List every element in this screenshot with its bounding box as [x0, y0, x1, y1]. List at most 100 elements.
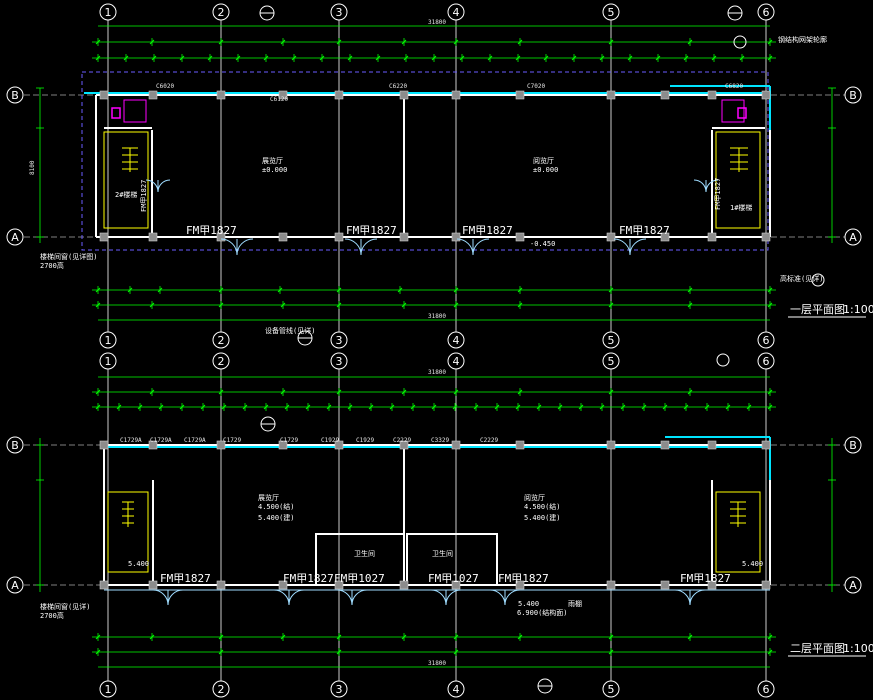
plan2-top-fine-slash-8 [263, 404, 269, 410]
axis-bubble-bottom-1: 1 [99, 680, 117, 698]
axis-bubble-p1bottom-4-label: 4 [453, 334, 460, 347]
plan2-top-fine-slash-27 [662, 404, 668, 410]
plan2-window-tag-4: C1729 [280, 437, 298, 444]
plan1-door-tag-3: FM甲1827 [462, 224, 513, 237]
axis-bubble-bottom-5-circle [602, 680, 620, 698]
axis-bubble-p2top-1-circle [99, 352, 117, 370]
axis-bubble-p2top-5: 5 [602, 352, 620, 370]
plan2-window-tag-2: C1729A [184, 437, 206, 444]
plan2-bot-chain-slash-1 [149, 634, 155, 640]
plan2-col-1-3 [278, 580, 288, 590]
plan2-top-fine-slash-2 [137, 404, 143, 410]
plan1-fm-left: FM甲1827 [140, 180, 148, 212]
axis-bubble-top-3-circle [330, 3, 348, 21]
plan2-bot-axis-slash-2 [336, 649, 342, 655]
plan2-top-fine-slash-31 [746, 404, 752, 410]
plan2-col-0-7 [515, 440, 525, 450]
axis-bubble-p2-left-B-label: B [11, 439, 19, 452]
axis-bubble-p1bottom-6-label: 6 [763, 334, 770, 347]
axis-bubble-p2-left-B-circle [6, 436, 24, 454]
plan1-bot-fine-slash-5 [336, 287, 342, 293]
plan2-col-0-2 [216, 440, 226, 450]
plan2-bot-chain-slash-0 [95, 634, 101, 640]
axis-bubble-top-5-circle [602, 3, 620, 21]
axis-bubble-p2-left-B: B [6, 436, 24, 454]
plan1-room-left-label: 展览厅 [262, 156, 283, 165]
axis-bubble-p1-right-A-label: A [849, 231, 857, 244]
axis-bubble-p2top-1-label: 1 [105, 355, 112, 368]
axis-bubble-p2-right-B-label: B [849, 439, 857, 452]
axis-bubble-p2top-3-label: 3 [336, 355, 343, 368]
axis-bubble-bottom-1-label: 1 [105, 683, 112, 696]
plan2-top-fine-slash-29 [704, 404, 710, 410]
axis-bubble-top-1-circle [99, 3, 117, 21]
axis-bubble-p1bottom-3-label: 3 [336, 334, 343, 347]
plan1-col-0-0 [99, 90, 109, 100]
plan1-roof-outline [81, 71, 769, 251]
plan1-col-1-1 [148, 232, 158, 242]
axis-bubble-p2top-6-label: 6 [763, 355, 770, 368]
plan1-bot-chain-slash-7 [517, 302, 523, 308]
plan2-bot-chain-slash-9 [687, 634, 693, 640]
plan1-top-fine-slash-4 [207, 55, 213, 61]
plan2-top-fine-slash-17 [452, 404, 458, 410]
axis-bubble-p2top-2-label: 2 [218, 355, 225, 368]
plan1-col-0-8 [606, 90, 616, 100]
plan1-wc-right [737, 107, 747, 119]
axis-bubble-bottom-5-label: 5 [608, 683, 615, 696]
axis-bubble-bottom-6-circle [757, 680, 775, 698]
plan1-top-chain-slash-0 [95, 39, 101, 45]
axis-bubble-p1-left-A: A [6, 228, 24, 246]
axis-bubble-p1bottom-6-circle [757, 331, 775, 349]
plan1-bot-chain-slash-1 [149, 302, 155, 308]
plan1-top-fine-slash-22 [711, 55, 717, 61]
plan2-col-0-4 [334, 440, 344, 450]
plan1-col-1-3 [278, 232, 288, 242]
plan2-top-fine-slash-26 [641, 404, 647, 410]
plan2-top-fine-slash-13 [368, 404, 374, 410]
plan2-window-tag-3: C1729 [223, 437, 241, 444]
plan1-bot-chain-slash-3 [280, 302, 286, 308]
plan2-top-fine-slash-16 [431, 404, 437, 410]
plan1-top-fine-slash-11 [403, 55, 409, 61]
plan1-top-chain-slash-3 [280, 39, 286, 45]
plan1-bot-fine-slash-8 [517, 287, 523, 293]
axis-bubble-p2top-2: 2 [212, 352, 230, 370]
plan1-room-right-label: 阅览厅 [533, 156, 554, 165]
plan2-top-chain-slash-1 [149, 389, 155, 395]
axis-bubble-top-2: 2 [212, 3, 230, 21]
plan2-scale: 1:100 [843, 642, 873, 655]
plan2-col-0-11 [761, 440, 771, 450]
plan1-bot-fine-slash-10 [687, 287, 693, 293]
plan2-top-chain-slash-4 [336, 389, 342, 395]
plan2-elev-right-b: 5.400(建) [524, 513, 561, 522]
plan1-window-tag-1: C6020 [156, 83, 174, 90]
axis-bubble-p2top-4-label: 4 [453, 355, 460, 368]
plan1-top-fine-slash-1 [123, 55, 129, 61]
plan1-note-right2: 高标准(见详) [780, 274, 823, 283]
axis-bubble-p2top-3: 3 [330, 352, 348, 370]
plan1-bot-fine-slash-1 [127, 287, 133, 293]
axis-bubble-p2top-1: 1 [99, 352, 117, 370]
plan1-note-left2: 2700高 [40, 261, 64, 270]
plan2-note-left2: 2700高 [40, 611, 64, 620]
plan2-top-fine-slash-9 [284, 404, 290, 410]
axis-bubble-bottom-6: 6 [757, 680, 775, 698]
plan1-bot-fine-slash-4 [277, 287, 283, 293]
plan2-stair-elev-right: 5.400 [742, 560, 763, 568]
axis-bubble-top-5-label: 5 [608, 6, 615, 19]
plan1-top-fine-slash-5 [235, 55, 241, 61]
axis-bubble-top-4-circle [447, 3, 465, 21]
plan1-col-0-2 [216, 90, 226, 100]
axis-bubble-p1bottom-4-circle [447, 331, 465, 349]
plan1-col-1-7 [515, 232, 525, 242]
axis-bubble-p1-right-A-circle [844, 228, 862, 246]
plan2-door-tag-3: FM甲1027 [334, 572, 385, 585]
plan2-col-1-5 [399, 580, 409, 590]
plan2-top-chain-slash-6 [453, 389, 459, 395]
plan1-door-tag-4: FM甲1827 [619, 224, 670, 237]
plan2-walls [103, 444, 771, 586]
plan1-col-1-9 [660, 232, 670, 242]
